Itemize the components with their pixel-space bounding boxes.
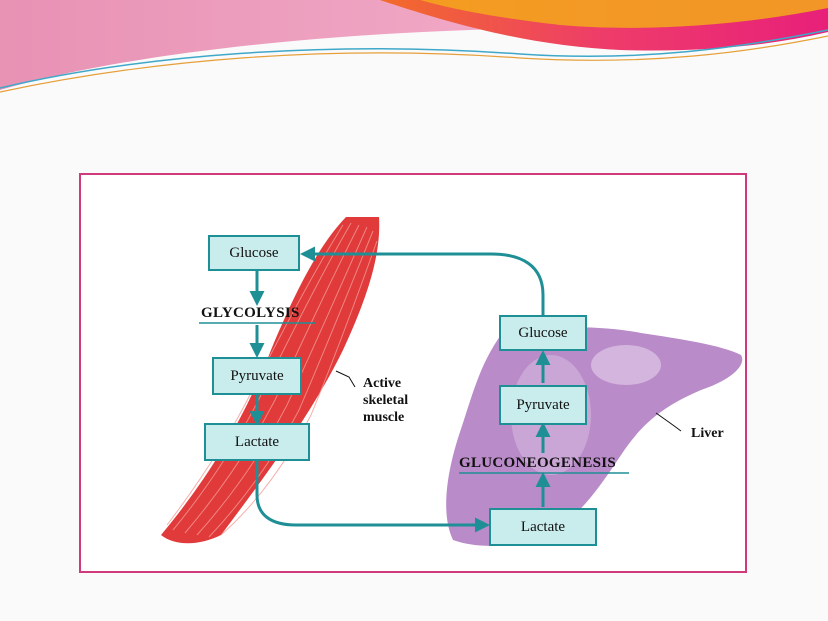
liver-pyruvate-box: Pyruvate bbox=[499, 385, 587, 425]
cycle-arrow-muscle-to-liver-lactate bbox=[255, 459, 490, 533]
muscle-lactate-label: Lactate bbox=[234, 433, 280, 450]
muscle-pyruvate-label: Pyruvate bbox=[230, 367, 284, 384]
muscle-glucose-box: Glucose bbox=[208, 235, 300, 271]
diagram-artwork bbox=[161, 217, 743, 546]
liver-glucose-box: Glucose bbox=[499, 315, 587, 351]
liver-lactate-box: Lactate bbox=[489, 508, 597, 546]
slide-banner bbox=[0, 0, 828, 93]
figure-frame: Glucose GLYCOLYSIS Pyruvate Lactate Acti… bbox=[79, 173, 747, 573]
muscle-glucose-label: Glucose bbox=[229, 244, 279, 261]
gluconeogenesis-label: GLUCONEOGENESIS bbox=[459, 455, 617, 471]
muscle-lactate-box: Lactate bbox=[204, 423, 310, 461]
skeletal-muscle-label-line1: Active bbox=[363, 376, 402, 391]
skeletal-muscle-label: Active skeletal muscle bbox=[363, 375, 408, 426]
liver-pyruvate-label: Pyruvate bbox=[516, 396, 570, 413]
skeletal-muscle-label-line2: skeletal bbox=[363, 393, 409, 408]
cycle-arrow-liver-to-muscle-glucose bbox=[300, 246, 545, 315]
muscle-pyruvate-box: Pyruvate bbox=[212, 357, 302, 395]
liver-glucose-label: Glucose bbox=[518, 324, 568, 341]
liver-label: Liver bbox=[691, 426, 724, 441]
skeletal-muscle-label-line3: muscle bbox=[363, 410, 405, 425]
liver-lactate-label: Lactate bbox=[520, 518, 566, 535]
glycolysis-label: GLYCOLYSIS bbox=[201, 305, 300, 321]
